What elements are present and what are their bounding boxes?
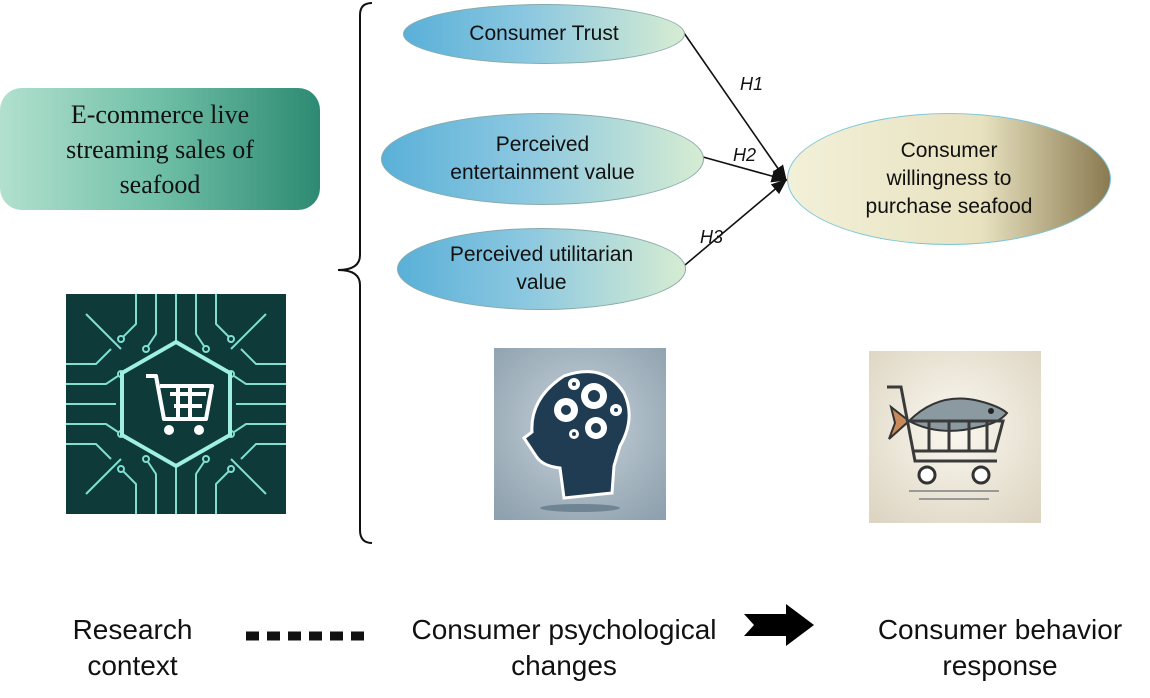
- grouping-brace: [337, 2, 373, 544]
- entertainment-value-label: Perceived entertainment value: [450, 133, 635, 184]
- utilitarian-value-ellipse: Perceived utilitarian value: [397, 228, 686, 310]
- entertainment-value-ellipse: Perceived entertainment value: [381, 113, 704, 205]
- consumer-trust-ellipse: Consumer Trust: [403, 4, 685, 64]
- research-context-label: E-commerce live streaming sales of seafo…: [66, 99, 254, 199]
- research-context-caption: Research context: [72, 614, 193, 681]
- psychological-changes-caption: Consumer psychological changes: [411, 614, 717, 681]
- circuit-cart-icon: [66, 294, 286, 514]
- head-gears-icon: [494, 348, 666, 520]
- behavior-response-caption: Consumer behavior response: [877, 614, 1123, 681]
- utilitarian-value-label: Perceived utilitarian value: [449, 243, 634, 294]
- research-context-box: E-commerce live streaming sales of seafo…: [0, 88, 320, 210]
- purchase-willingness-ellipse: Consumer willingness to purchase seafood: [787, 113, 1111, 245]
- fish-cart-icon: [869, 351, 1041, 523]
- h1-label: H1: [740, 74, 764, 94]
- purchase-willingness-label: Consumer willingness to purchase seafood: [865, 139, 1033, 218]
- consumer-trust-label: Consumer Trust: [469, 22, 619, 45]
- h3-label: H3: [700, 227, 724, 247]
- h2-label: H2: [733, 145, 757, 165]
- right-arrow-icon: [744, 604, 814, 646]
